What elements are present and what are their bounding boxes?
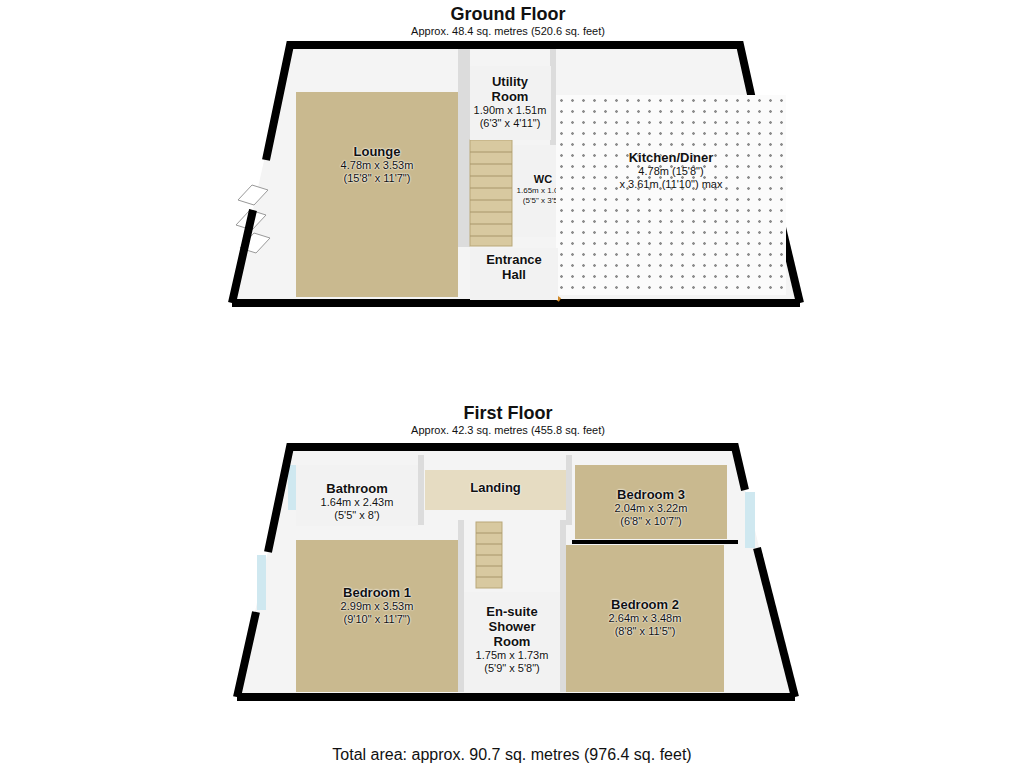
room-label: Utility Room1.90m x 1.51m(6'3" x 4'11") [470,74,551,130]
floor-outline: First FloorApprox. 42.3 sq. metres (455.… [228,403,808,703]
room-name: Landing [470,480,521,495]
staircase [470,140,512,246]
room-dimension: 2.04m x 3.22m [615,502,688,515]
staircase [476,522,502,588]
room-name: Utility Room [479,74,541,104]
outer-wall [757,548,795,697]
room-label: Bedroom 12.99m x 3.53m(9'10" x 11'7") [296,585,458,626]
room-label: Bedroom 32.04m x 3.22m(6'8" x 10'7") [575,487,727,528]
room-name: Bedroom 2 [611,597,679,612]
room-dimension: 4.78m (15'8") [638,165,703,178]
room: Bedroom 22.64m x 3.48m(8'8" x 11'5") [566,545,724,692]
room-label: Landing [425,480,566,495]
room-name: Entrance Hall [482,252,546,282]
interior-wall [418,455,424,525]
room-dimension: 4.78m x 3.53m [341,159,414,172]
room-label: Bedroom 22.64m x 3.48m(8'8" x 11'5") [566,597,724,638]
room-label: En-suite Shower Room1.75m x 1.73m(5'9" x… [464,604,560,675]
floor-area: Approx. 42.3 sq. metres (455.8 sq. feet) [218,424,798,437]
outer-wall [232,299,800,307]
floor-name: First Floor [218,403,798,424]
room-label: Kitchen/Diner4.78m (15'8")x 3.61m (11'10… [556,150,786,191]
interior-wall [566,455,572,525]
room-dimension: (8'8" x 11'5") [615,625,676,638]
wall-faces [232,45,800,303]
room-dimension: 1.64m x 2.43m [321,496,394,509]
room: Kitchen/Diner4.78m (15'8")x 3.61m (11'10… [556,95,786,295]
floor-area: Approx. 48.4 sq. metres (520.6 sq. feet) [218,25,798,38]
room: Bedroom 32.04m x 3.22m(6'8" x 10'7") [575,465,727,539]
room-name: Lounge [354,144,401,159]
room: Utility Room1.90m x 1.51m(6'3" x 4'11") [470,66,551,140]
room: Entrance Hall [470,248,558,300]
outer-wall [237,447,745,697]
room: Lounge4.78m x 3.53m(15'8" x 11'7") [296,92,458,297]
room-name: En-suite Shower Room [482,604,542,649]
window [745,492,755,548]
room: Bedroom 12.99m x 3.53m(9'10" x 11'7") [296,540,458,692]
room-dimension: (15'8" x 11'7") [344,172,411,185]
window [288,465,296,510]
outer-wall [237,693,795,701]
room-dimension: (5'5" x 8') [334,509,379,522]
interior-wall [572,540,738,544]
room-dimension: 2.64m x 3.48m [609,612,682,625]
floor-heading: First FloorApprox. 42.3 sq. metres (455.… [218,403,798,437]
room-label: Bathroom1.64m x 2.43m(5'5" x 8') [296,481,418,522]
floor-outline: Ground FloorApprox. 48.4 sq. metres (520… [228,4,808,308]
room: Landing [425,470,566,510]
total-area-caption: Total area: approx. 90.7 sq. metres (976… [0,745,1024,764]
room: En-suite Shower Room1.75m x 1.73m(5'9" x… [464,592,560,692]
room-dimension: (5'9" x 5'8") [484,662,539,675]
interior-wall [458,47,470,247]
floor-name: Ground Floor [218,4,798,25]
room-label: Entrance Hall [470,252,558,282]
room-name: Bedroom 3 [617,487,685,502]
room-dimension: (9'10" x 11'7") [344,613,411,626]
room-dimension: 2.99m x 3.53m [341,600,414,613]
room-dimension: (6'8" x 10'7") [620,515,682,528]
window [257,555,266,610]
room-dimension: 1.75m x 1.73m [476,649,549,662]
wall-faces [237,447,795,697]
room-dimension: x 3.61m (11'10") max [619,178,722,191]
room-label: Lounge4.78m x 3.53m(15'8" x 11'7") [296,144,458,185]
room-name: WC [534,173,552,186]
room-name: Bedroom 1 [343,585,411,600]
room-dimension: 1.90m x 1.51m [474,104,547,117]
room-name: Bathroom [326,481,387,496]
floor-heading: Ground FloorApprox. 48.4 sq. metres (520… [218,4,798,38]
room: Bathroom1.64m x 2.43m(5'5" x 8') [296,465,418,526]
room-dimension: (6'3" x 4'11") [480,117,541,130]
room-name: Kitchen/Diner [629,150,714,165]
